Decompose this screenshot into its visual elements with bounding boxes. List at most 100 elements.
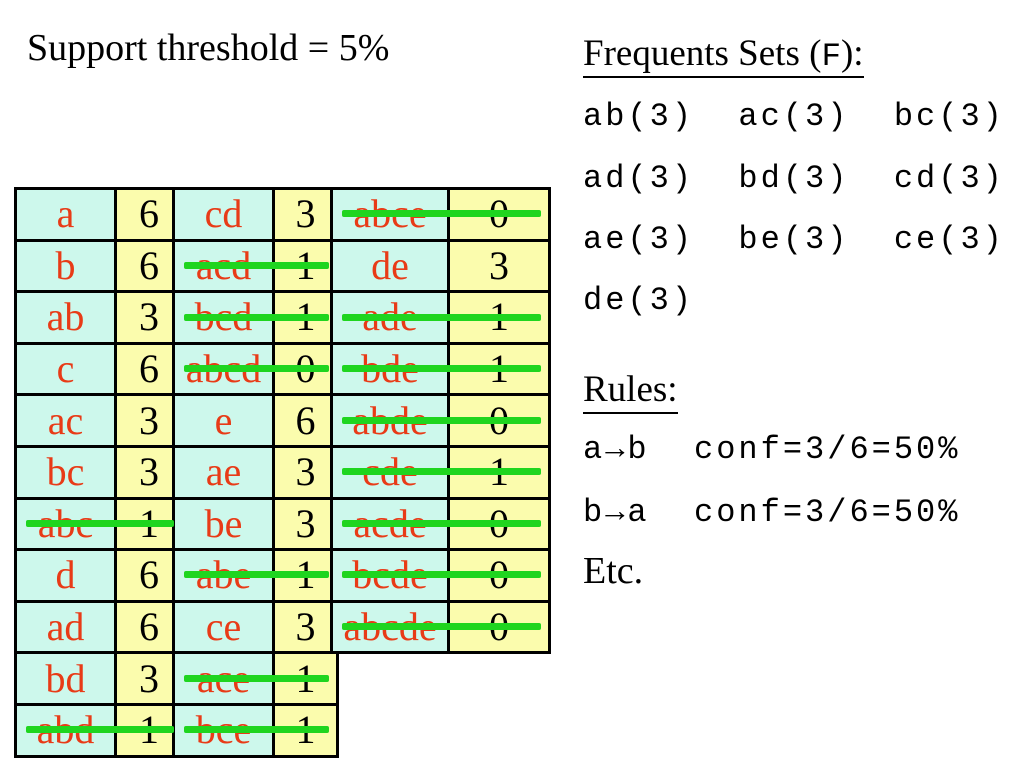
- strikethrough-line: [26, 726, 118, 734]
- strikethrough-line: [342, 313, 451, 321]
- table-row: abe1: [172, 548, 339, 603]
- itemset-cell: a: [14, 187, 117, 242]
- strikethrough-line: [184, 313, 276, 321]
- count-cell: 3: [272, 187, 339, 242]
- count-cell: 3: [114, 393, 184, 448]
- count-cell: 0: [271, 341, 339, 397]
- count-cell: 3: [272, 599, 339, 655]
- table-row: abcd0: [172, 341, 339, 397]
- strikethrough-line: [446, 313, 541, 321]
- itemset-cell: ad: [14, 599, 117, 655]
- itemset-cell: abcd: [172, 341, 276, 397]
- count-cell: 0: [446, 599, 551, 655]
- strikethrough-line: [271, 261, 329, 269]
- itemset-cell: ace: [172, 651, 276, 706]
- frequent-sets-line: ab(3) ac(3) bc(3): [583, 98, 1005, 135]
- table-row: abde0: [330, 393, 551, 448]
- itemset-cell: abde: [330, 393, 451, 448]
- itemset-cell: abd: [14, 702, 118, 758]
- table-row: bcd1: [172, 290, 339, 345]
- frequent-sets-heading-suffix: ):: [840, 33, 864, 74]
- table-row: bce1: [172, 702, 339, 758]
- itemset-count-table-1: a6b6ab3c6ac3bc3abc1d6ad6bd3abd1: [14, 187, 184, 758]
- rule-line: b→a conf=3/6=50%: [583, 494, 961, 531]
- strikethrough-line: [184, 726, 276, 734]
- count-cell: 1: [446, 290, 551, 345]
- itemset-cell: d: [14, 548, 117, 603]
- strikethrough-line: [271, 571, 329, 579]
- count-cell: 6: [272, 393, 339, 448]
- count-cell: 3: [272, 444, 339, 500]
- itemset-cell: cd: [172, 187, 275, 242]
- count-cell: 0: [446, 496, 551, 552]
- strikethrough-line: [342, 210, 451, 218]
- table-row: abcde0: [330, 599, 551, 655]
- page-title: Support threshold = 5%: [27, 27, 390, 69]
- strikethrough-line: [342, 623, 451, 631]
- strikethrough-line: [342, 365, 451, 373]
- strikethrough-line: [113, 519, 174, 527]
- itemset-cell: be: [172, 496, 275, 552]
- itemset-cell: de: [330, 238, 450, 294]
- count-cell: 1: [113, 702, 184, 758]
- frequent-sets-line: ad(3) bd(3) cd(3): [583, 160, 1005, 197]
- count-cell: 1: [446, 341, 551, 397]
- count-cell: 1: [271, 290, 339, 345]
- strikethrough-line: [113, 726, 174, 734]
- itemset-cell: ce: [172, 599, 275, 655]
- strikethrough-line: [184, 674, 276, 682]
- strikethrough-line: [342, 416, 451, 424]
- count-cell: 3: [272, 496, 339, 552]
- frequent-sets-heading: Frequents Sets (F):: [583, 32, 864, 78]
- rules-heading-text: Rules:: [583, 368, 678, 414]
- itemset-cell: ade: [330, 290, 451, 345]
- itemset-cell: abce: [330, 187, 451, 242]
- count-cell: 1: [271, 702, 339, 758]
- strikethrough-line: [446, 468, 541, 476]
- itemset-cell: ae: [172, 444, 275, 500]
- strikethrough-line: [271, 365, 329, 373]
- strikethrough-line: [342, 519, 451, 527]
- frequent-sets-line: de(3): [583, 282, 695, 319]
- frequent-sets-line: ae(3) be(3) ce(3): [583, 221, 1005, 258]
- count-cell: 1: [113, 496, 184, 552]
- rules-etc: Etc.: [583, 550, 644, 592]
- frequent-sets-heading-symbol: F: [821, 38, 841, 75]
- strikethrough-line: [446, 571, 541, 579]
- count-cell: 6: [114, 548, 184, 603]
- strikethrough-line: [342, 571, 451, 579]
- count-cell: 3: [114, 290, 184, 345]
- strikethrough-line: [271, 726, 329, 734]
- table-row: ade1: [330, 290, 551, 345]
- count-cell: 1: [271, 548, 339, 603]
- itemset-count-table-2: cd3acd1bcd1abcd0e6ae3be3abe1ce3ace1bce1: [172, 187, 339, 758]
- table-row: abce0: [330, 187, 551, 242]
- table-row: abc1: [14, 496, 184, 552]
- count-cell: 1: [271, 238, 339, 294]
- count-cell: 6: [114, 187, 184, 242]
- table-row: ace1: [172, 651, 339, 706]
- strikethrough-line: [446, 519, 541, 527]
- table-row: acd1: [172, 238, 339, 294]
- count-cell: 1: [271, 651, 339, 706]
- table-row: acde0: [330, 496, 551, 552]
- itemset-cell: b: [14, 238, 117, 294]
- count-cell: 1: [446, 444, 551, 500]
- itemset-cell: abcde: [330, 599, 451, 655]
- table-row: abd1: [14, 702, 184, 758]
- itemset-cell: bde: [330, 341, 451, 397]
- itemset-cell: e: [172, 393, 275, 448]
- strikethrough-line: [446, 365, 541, 373]
- table-row: bde1: [330, 341, 551, 397]
